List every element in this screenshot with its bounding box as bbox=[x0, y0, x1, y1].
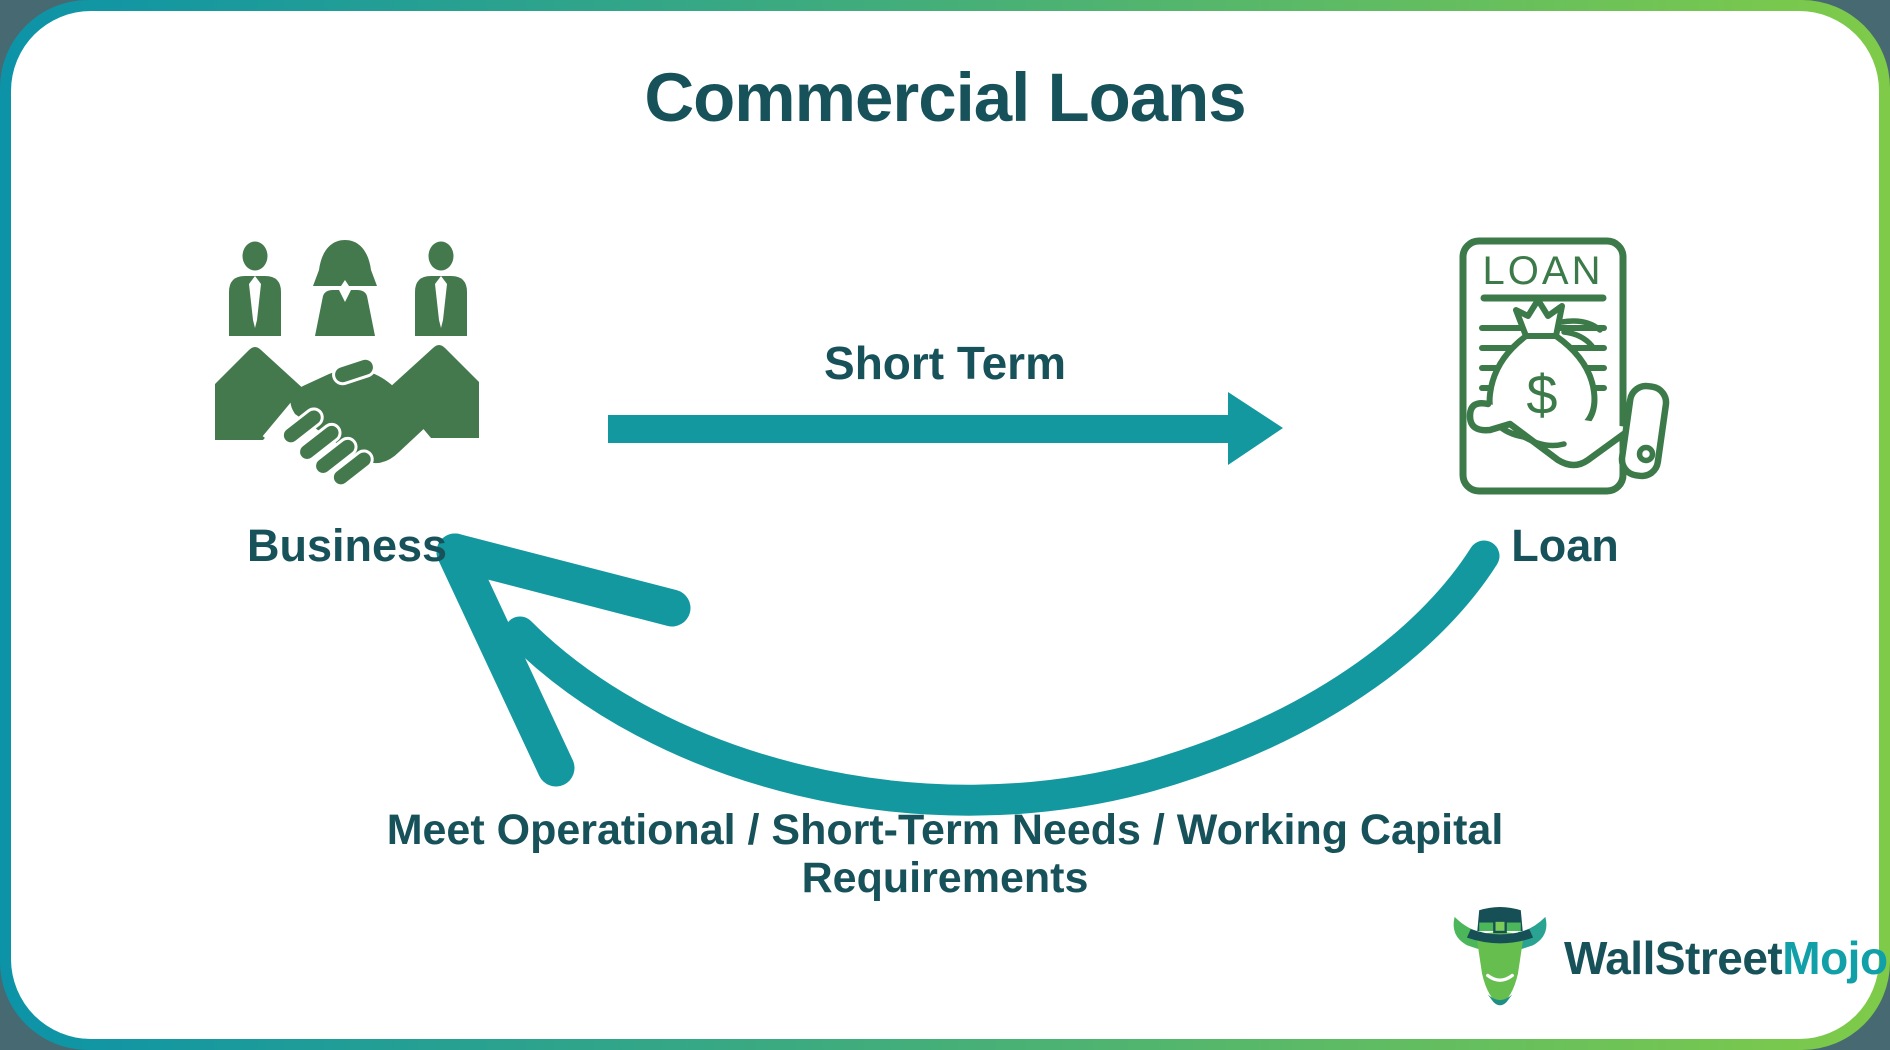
holding-hand-icon bbox=[1466, 382, 1670, 480]
handshake-shape bbox=[215, 345, 479, 488]
person-man-left bbox=[229, 241, 281, 336]
business-handshake-icon bbox=[215, 240, 479, 488]
page-title: Commercial Loans bbox=[644, 59, 1246, 136]
dollar-sign: $ bbox=[1526, 363, 1557, 426]
brand-name-secondary: Mojo bbox=[1782, 932, 1888, 984]
person-woman-middle bbox=[313, 240, 377, 336]
return-caption-line2: Requirements bbox=[801, 854, 1089, 903]
forward-arrow bbox=[608, 392, 1283, 465]
return-caption-line1: Meet Operational / Short-Term Needs / Wo… bbox=[386, 806, 1504, 854]
forward-arrow-label: Short Term bbox=[824, 337, 1066, 389]
document-outline bbox=[1459, 237, 1627, 495]
brand-name-primary: WallStreet bbox=[1564, 932, 1783, 984]
brand-logo: WallStreetMojo bbox=[1448, 902, 1888, 1014]
brand-logo-text: WallStreetMojo bbox=[1564, 931, 1888, 985]
bull-logo-icon bbox=[1453, 906, 1547, 1006]
business-node-label: Business bbox=[246, 520, 448, 571]
loan-doc-title: LOAN bbox=[1483, 249, 1604, 293]
loan-document-icon: LOAN $ bbox=[1459, 237, 1670, 495]
person-man-right bbox=[415, 241, 467, 336]
content-card bbox=[11, 11, 1879, 1039]
loan-node-label: Loan bbox=[1511, 520, 1619, 571]
return-arrow-caption: Meet Operational / Short-Term Needs / Wo… bbox=[245, 806, 1645, 902]
